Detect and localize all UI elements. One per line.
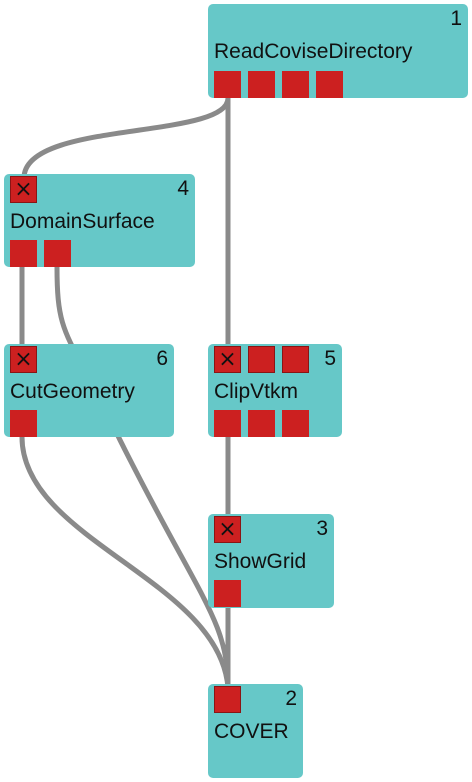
close-icon: × xyxy=(218,517,237,542)
input-port-1[interactable]: × xyxy=(10,346,37,373)
output-port-3[interactable] xyxy=(282,71,309,98)
wire-cut-to-cover xyxy=(19,434,231,691)
module-name: DomainSurface xyxy=(10,210,155,233)
output-port-3[interactable] xyxy=(282,410,309,437)
module-number: 4 xyxy=(177,177,189,200)
output-port-2[interactable] xyxy=(248,71,275,98)
close-icon: × xyxy=(14,177,33,202)
module-name: CutGeometry xyxy=(10,380,135,403)
module-show-grid[interactable]: × 3 ShowGrid xyxy=(208,514,334,608)
module-number: 1 xyxy=(450,7,462,30)
module-read-covise-directory[interactable]: 1 ReadCoviseDirectory xyxy=(208,4,468,98)
module-number: 2 xyxy=(285,687,297,710)
module-cut-geometry[interactable]: × 6 CutGeometry xyxy=(4,344,174,437)
output-port-2[interactable] xyxy=(248,410,275,437)
input-port-1[interactable] xyxy=(214,686,241,713)
module-name: ReadCoviseDirectory xyxy=(214,40,413,63)
module-name: ShowGrid xyxy=(214,550,307,573)
output-port-4[interactable] xyxy=(316,71,343,98)
module-clip-vtkm[interactable]: × 5 ClipVtkm xyxy=(208,344,342,437)
wire-domain-to-cover xyxy=(54,264,231,691)
module-name: ClipVtkm xyxy=(214,380,299,403)
module-name: COVER xyxy=(214,720,289,743)
output-port-1[interactable] xyxy=(214,410,241,437)
module-number: 3 xyxy=(316,517,328,540)
output-port-1[interactable] xyxy=(214,71,241,98)
wire-read-to-domain xyxy=(21,95,231,181)
output-port-1[interactable] xyxy=(10,240,37,267)
module-domain-surface[interactable]: × 4 DomainSurface xyxy=(4,174,195,267)
output-port-1[interactable] xyxy=(10,410,37,437)
close-icon: × xyxy=(218,347,237,372)
input-port-1[interactable]: × xyxy=(214,346,241,373)
input-port-3[interactable] xyxy=(282,346,309,373)
module-number: 5 xyxy=(324,347,336,370)
output-port-1[interactable] xyxy=(214,580,241,607)
input-port-2[interactable] xyxy=(248,346,275,373)
input-port-1[interactable]: × xyxy=(214,516,241,543)
close-icon: × xyxy=(14,347,33,372)
input-port-1[interactable]: × xyxy=(10,176,37,203)
module-number: 6 xyxy=(156,347,168,370)
module-cover[interactable]: 2 COVER xyxy=(208,684,303,778)
output-port-2[interactable] xyxy=(44,240,71,267)
